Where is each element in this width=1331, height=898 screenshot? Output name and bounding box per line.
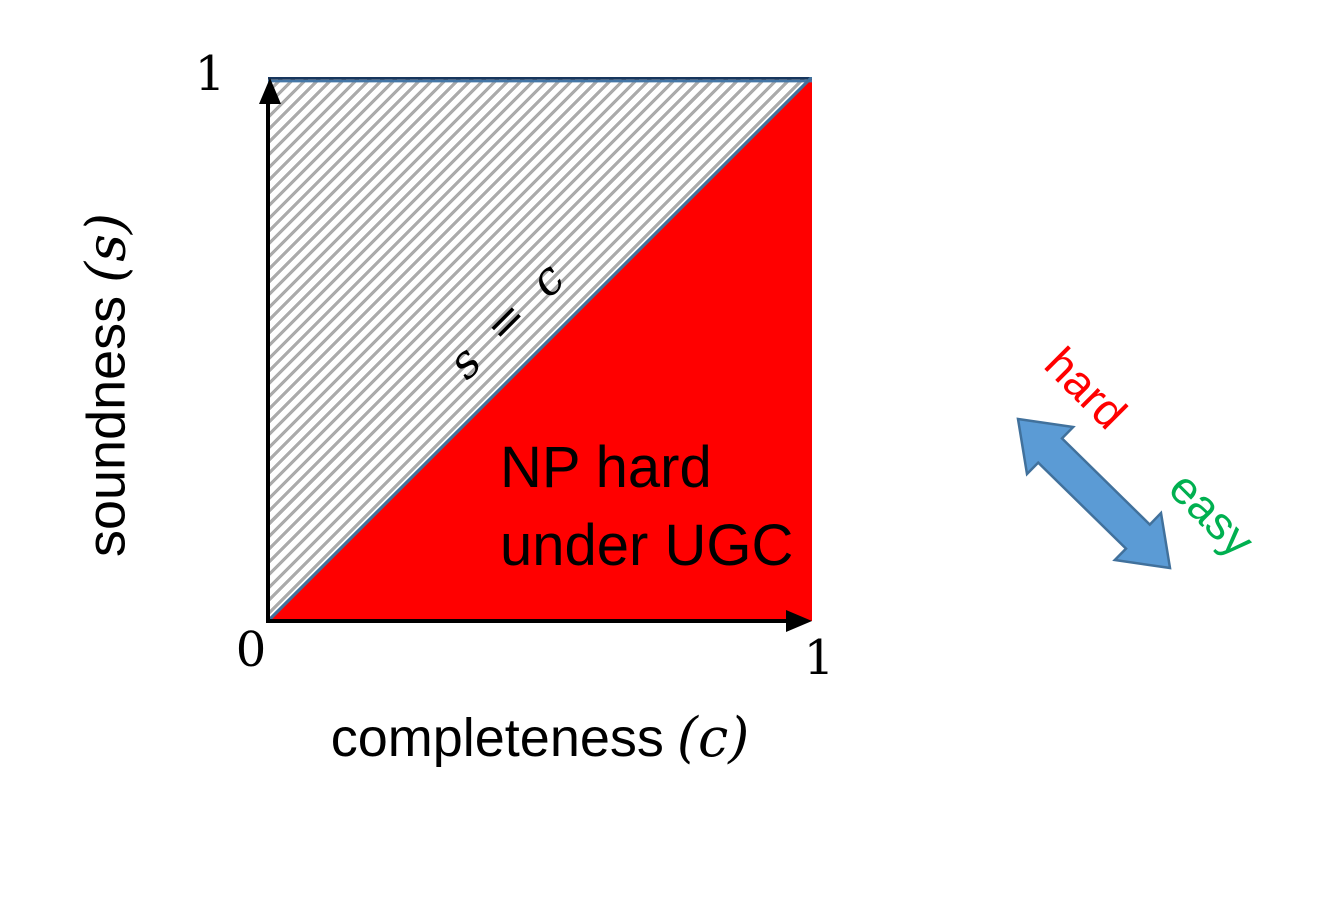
y-axis-arrowhead-icon bbox=[259, 78, 281, 104]
plot-area: NP hard under UGC s = c bbox=[268, 77, 812, 621]
y-axis bbox=[266, 96, 270, 623]
origin-tick-0: 0 bbox=[235, 622, 267, 678]
np-hard-line1: NP hard bbox=[500, 435, 712, 500]
x-axis-name: completeness bbox=[330, 708, 664, 768]
x-axis-arrowhead-icon bbox=[786, 610, 812, 632]
x-axis-variable: (c) bbox=[676, 706, 750, 769]
y-axis-label: soundness (s) bbox=[75, 213, 138, 557]
np-hard-region-label: NP hard under UGC bbox=[500, 429, 793, 585]
x-axis bbox=[268, 619, 790, 623]
np-hard-line2: under UGC bbox=[500, 513, 794, 578]
plot-border-and-diagonal bbox=[268, 77, 812, 621]
y-axis-name: soundness bbox=[76, 295, 137, 558]
diagonal-s-equals-c-line bbox=[268, 77, 812, 621]
y-axis-tick-1: 1 bbox=[194, 46, 226, 102]
x-axis-label: completeness(c) bbox=[268, 706, 812, 769]
double-arrow-icon bbox=[1016, 417, 1172, 570]
y-axis-variable: (s) bbox=[74, 212, 138, 283]
x-axis-tick-1: 1 bbox=[803, 630, 835, 686]
